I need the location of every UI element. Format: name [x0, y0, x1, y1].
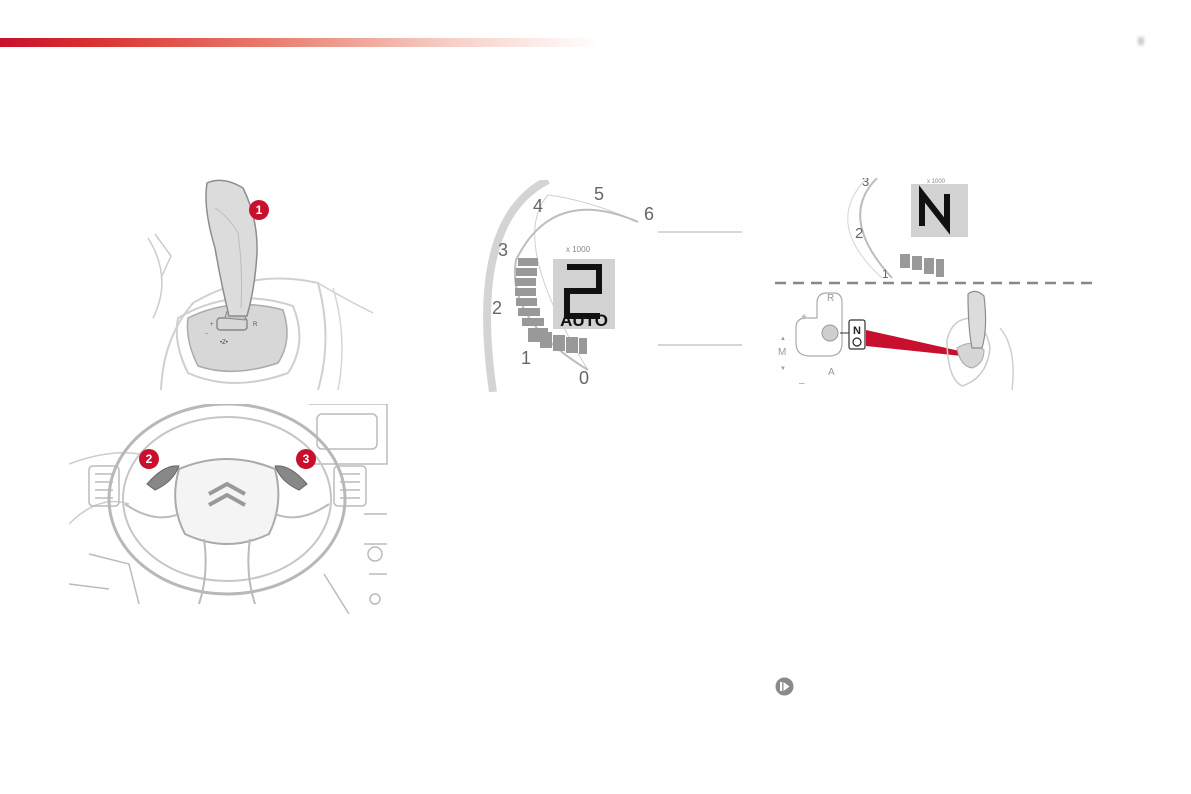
callout-2-label: 2: [146, 452, 153, 466]
svg-text:R: R: [253, 322, 258, 328]
scale-2: 2: [492, 298, 502, 318]
gate-r: R: [827, 293, 834, 304]
callout-2-badge: 2: [139, 449, 159, 469]
scale-1: 1: [882, 267, 889, 281]
svg-text:–: –: [205, 331, 208, 337]
scale-4: 4: [533, 196, 543, 216]
scale-1: 1: [521, 348, 531, 368]
scale-5: 5: [594, 184, 604, 204]
scale-6: 6: [644, 204, 654, 224]
mode-label: AUTO: [560, 311, 608, 330]
callout-3-badge: 3: [296, 449, 316, 469]
rpm-multiplier: x 1000: [927, 179, 946, 185]
instrument-panel-auto-illustration: 3 4 5 6 2 1 0 x 1000 AUTO 2: [483, 180, 742, 392]
scale-3: 3: [862, 178, 869, 189]
scale-2: 2: [855, 225, 863, 242]
gate-up-arrow: ▲: [780, 336, 786, 342]
header-gradient-bar: [0, 38, 600, 47]
gate-a: A: [828, 367, 835, 378]
instrument-panel-neutral-illustration: 3 2 1 x 1000 N + – M ▲ ▼ R A N: [775, 178, 1092, 391]
gate-down-arrow: ▼: [780, 366, 786, 372]
gate-m: M: [778, 347, 786, 358]
gate-plus: +: [801, 312, 807, 323]
gate-n: N: [853, 325, 861, 337]
scale-3: 3: [498, 240, 508, 260]
callout-3-label: 3: [303, 452, 310, 466]
svg-text:•Z•: •Z•: [220, 340, 228, 346]
callout-1-badge: 1: [249, 200, 269, 220]
gate-minus: –: [799, 378, 805, 389]
scale-0: 0: [579, 368, 589, 388]
callout-1-label: 1: [256, 203, 263, 217]
svg-text:+: +: [210, 322, 214, 328]
rpm-multiplier: x 1000: [566, 245, 591, 254]
next-page-icon[interactable]: [775, 677, 794, 696]
gate-diagram: + – M ▲ ▼ R A N: [778, 292, 866, 389]
page-number: ll: [1137, 36, 1145, 48]
steering-wheel-illustration: 2 3: [69, 404, 388, 614]
gear-lever-illustration: + R •Z• – 1: [147, 179, 374, 390]
